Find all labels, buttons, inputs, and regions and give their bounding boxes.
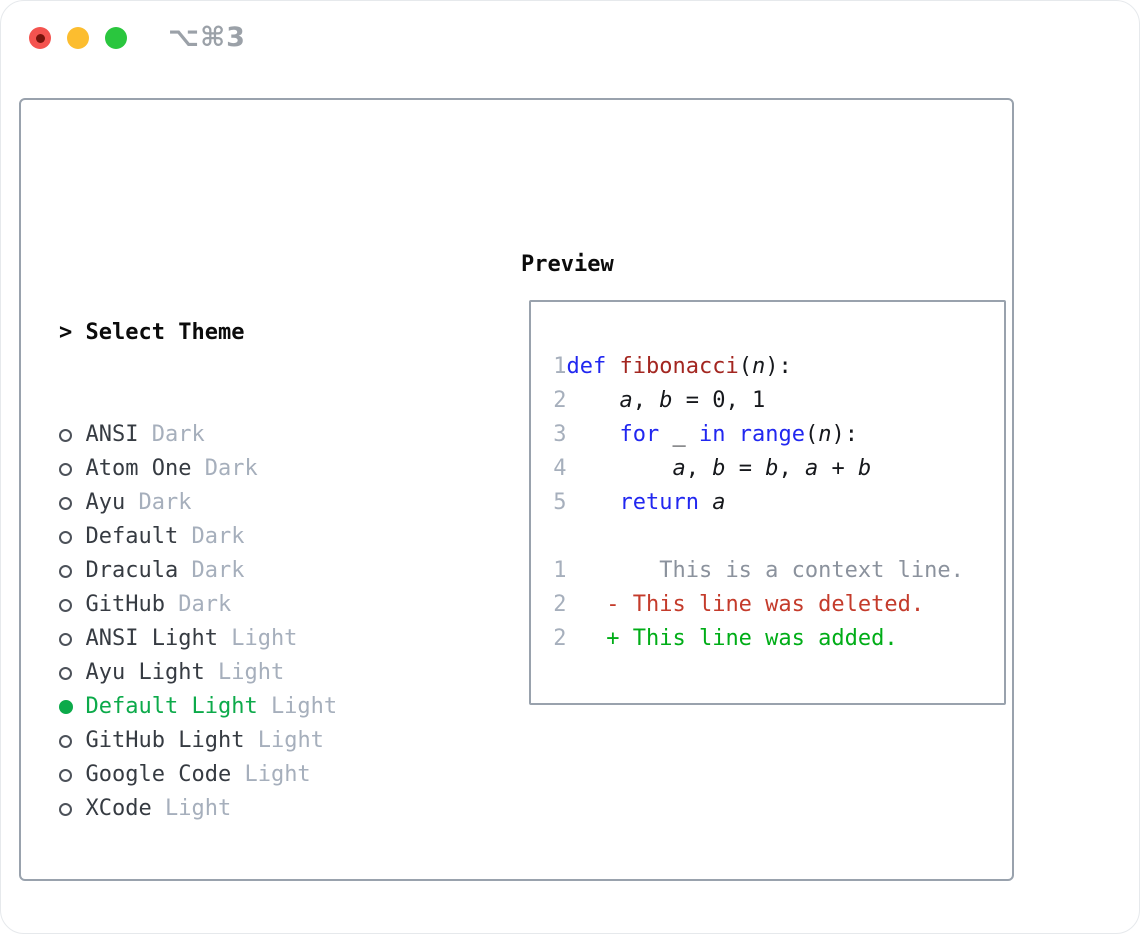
option-variant-tag: Dark [204,456,258,481]
option-label: Default Light [85,694,258,719]
window-controls [29,27,127,49]
theme-option-default[interactable]: Default Dark [59,520,430,554]
minimize-button[interactable] [67,27,89,49]
theme-option-ayu-light[interactable]: Ayu Light Light [59,656,430,690]
line-number: 1 [540,354,567,379]
option-variant-tag: Dark [191,558,245,583]
line-number: 2 [540,388,567,413]
preview-pane: 1def fibonacci(n): 2 a, b = 0, 1 3 for _… [529,300,1006,705]
section-gap [59,894,430,928]
code-line: 2 - This line was deleted. [540,592,925,617]
theme-option-github-light[interactable]: GitHub Light Light [59,724,430,758]
code-line: 3 for _ in range(n): [540,422,858,447]
line-number: 1 [540,558,567,583]
option-label: ANSI [85,422,139,447]
radio-icon [59,588,86,622]
radio-icon [59,486,86,520]
option-variant-tag: Dark [178,592,232,617]
option-variant-tag: Light [257,728,324,753]
code-line: 1 This is a context line. [540,558,964,583]
code-line: 1def fibonacci(n): [540,354,792,379]
option-label: Atom One [85,456,192,481]
close-button[interactable] [29,27,51,49]
select-theme-header: > Select Theme [59,316,430,350]
option-label: GitHub [85,592,165,617]
option-variant-tag: Light [217,660,285,685]
theme-option-github[interactable]: GitHub Dark [59,588,430,622]
option-variant-tag: Dark [151,422,205,447]
theme-option-atom-one[interactable]: Atom One Dark [59,452,430,486]
preview-code: 1def fibonacci(n): 2 a, b = 0, 1 3 for _… [540,350,964,656]
line-number: 3 [540,422,567,447]
option-variant-tag: Dark [138,490,192,515]
line-number: 2 [540,626,567,651]
option-variant-tag: Dark [191,524,245,549]
option-variant-tag: Light [270,694,338,719]
option-label: Default [85,524,179,549]
code-line: 2 a, b = 0, 1 [540,388,766,413]
radio-icon [59,758,86,792]
zoom-button[interactable] [105,27,127,49]
select-theme-title: Select Theme [85,320,245,345]
radio-icon [59,554,86,588]
line-number: 2 [540,592,567,617]
theme-option-ansi[interactable]: ANSI Dark [59,418,430,452]
theme-option-dracula[interactable]: Dracula Dark [59,554,430,588]
radio-icon [59,452,86,486]
window-shortcut-label: ⌥⌘3 [168,22,246,53]
radio-selected-icon [59,690,86,724]
option-variant-tag: Light [244,762,311,787]
theme-option-xcode[interactable]: XCode Light [59,792,430,826]
theme-option-ayu[interactable]: Ayu Dark [59,486,430,520]
line-number: 4 [540,456,567,481]
code-line: 4 a, b = b, a + b [540,456,872,481]
theme-option-google-code[interactable]: Google Code Light [59,758,430,792]
radio-icon [59,656,86,690]
radio-icon [59,792,86,826]
prompt-caret: > [59,320,73,345]
radio-icon [59,724,86,758]
radio-icon [59,418,86,452]
theme-option-default-light[interactable]: Default Light Light [59,690,430,724]
option-variant-tag: Light [231,626,298,651]
option-label: XCode [85,796,152,821]
option-label: GitHub Light [85,728,245,753]
radio-icon [59,520,86,554]
option-label: Ayu [85,490,126,515]
option-variant-tag: Light [164,796,232,821]
option-label: Ayu Light [85,660,205,685]
code-line: 5 return a [540,490,726,515]
code-line: 2 + This line was added. [540,626,898,651]
preview-title: Preview [521,252,614,277]
option-label: Dracula [85,558,179,583]
option-label: ANSI Light [85,626,218,651]
radio-icon [59,622,86,656]
line-number: 5 [540,490,567,515]
code-line [540,520,964,554]
option-label: Google Code [85,762,232,787]
theme-option-ansi-light[interactable]: ANSI Light Light [59,622,430,656]
